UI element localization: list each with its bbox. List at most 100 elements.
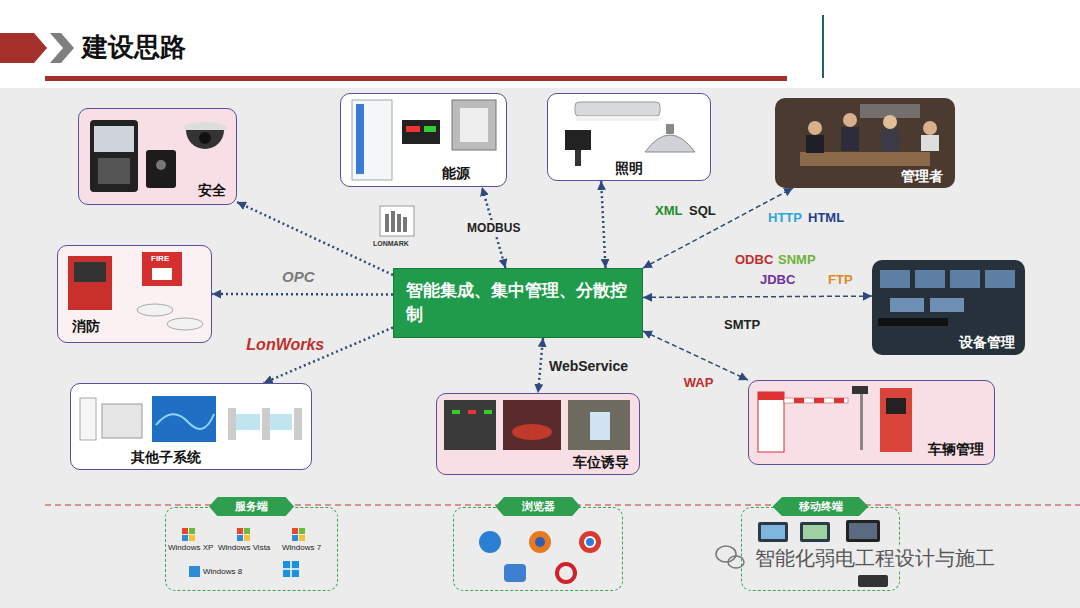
edge-label: WebService [546, 357, 631, 374]
subsystem-box: 车位诱导 [436, 393, 640, 475]
logo-text: LONMARK [373, 240, 409, 248]
connector-arrow [538, 338, 543, 393]
node-label: 浏览器 [496, 497, 581, 516]
logo-gap [290, 561, 292, 577]
subsystem-box: 其他子系统 [70, 383, 312, 470]
browser-icon [504, 564, 526, 582]
firefox-icon [529, 531, 551, 553]
windows-logos [182, 528, 305, 577]
node-label: 照明 [615, 160, 643, 177]
node-label: 管理者 [901, 168, 943, 185]
watermark: 智能化弱电工程设计与施工 [752, 545, 998, 571]
protocol-name: SQL [689, 203, 716, 219]
protocol-name: JDBC [760, 272, 795, 288]
opera-icon [557, 564, 575, 582]
subsystem-box: 照明 [547, 93, 711, 181]
node-label: 移动终端 [773, 497, 869, 516]
browser-icons [479, 531, 601, 582]
header-ground [0, 0, 1080, 88]
logo-bar [385, 214, 389, 232]
phone [858, 575, 888, 587]
chrome-center [585, 537, 595, 547]
connector-arrow [212, 293, 393, 296]
subsystem-box: 消防 [57, 245, 212, 343]
logo-pane [244, 528, 250, 534]
protocol-name: ODBC [735, 252, 773, 268]
chrome-icon [579, 531, 601, 553]
photo-panel: 管理者 [775, 98, 955, 188]
wechat-bubble [716, 546, 736, 562]
connector-arrow [643, 296, 872, 297]
header-chevron [50, 33, 74, 63]
protocol-name: XML [655, 203, 682, 219]
protocol-name: SMTP [724, 317, 760, 333]
panel-ground [0, 88, 1080, 608]
os-name: Windows 7 [282, 543, 321, 553]
logo-frame [380, 206, 414, 236]
connector-arrow [237, 202, 393, 275]
logo-gap [283, 568, 299, 570]
edge-label: MODBUS [464, 220, 523, 234]
logo-pane [292, 535, 298, 541]
protocol-name: HTML [808, 210, 844, 226]
tablet-screen [849, 523, 877, 539]
firefox-globe [535, 537, 545, 547]
logo-pane [299, 528, 305, 534]
tablet-screen [803, 525, 827, 539]
logo-pane [182, 528, 188, 534]
logo-pane [299, 535, 305, 541]
node-label: 车辆管理 [928, 441, 984, 458]
node-label: 其他子系统 [131, 449, 201, 466]
connector-arrow [643, 188, 793, 268]
logo-pane [237, 528, 243, 534]
connector-arrow [643, 331, 748, 380]
node-label: 安全 [198, 182, 226, 199]
tablet-screen [761, 525, 785, 539]
tablet [846, 520, 880, 542]
client-group-box: 浏览器 [453, 507, 623, 591]
ie-icon [479, 531, 501, 553]
protocol-name: HTTP [768, 210, 802, 226]
logo-pane [292, 528, 298, 534]
subsystem-box: 安全 [78, 108, 237, 205]
edge-label: WAP [681, 375, 717, 391]
photo-panel: 设备管理 [872, 260, 1025, 355]
logo-pane [189, 528, 195, 534]
header-rule [822, 15, 824, 78]
page-title: 建设思路 [82, 30, 186, 65]
logo-pane [244, 535, 250, 541]
lonmark-logo [380, 206, 414, 236]
node-label: 车位诱导 [573, 454, 629, 471]
header-underline [45, 76, 787, 81]
device-marking: FIRE [151, 254, 169, 264]
node-label: 能源 [442, 165, 470, 182]
node-label: 服务端 [209, 497, 294, 516]
core-platform-box: 智能集成、集中管理、分散控制 [393, 268, 643, 338]
windows10-logo [283, 561, 299, 577]
node-label: 设备管理 [959, 334, 1015, 351]
connector-group [212, 181, 872, 393]
wechat-icon [716, 546, 744, 568]
tablet [800, 522, 830, 542]
logo-bar [391, 211, 395, 232]
header-chevron [0, 33, 47, 63]
node-label: 智能集成、集中管理、分散控制 [406, 279, 630, 327]
logo-bar [403, 217, 407, 232]
logo-bar [397, 214, 401, 232]
subsystem-box: 车辆管理 [748, 380, 995, 465]
windows8-logo [189, 566, 200, 577]
os-name: Windows Vista [218, 543, 270, 553]
protocol-name: FTP [828, 272, 853, 288]
os-name: Windows XP [168, 543, 213, 553]
logo-pane [182, 535, 188, 541]
subsystem-box: 能源 [340, 93, 507, 187]
logo-text: OPC [282, 268, 315, 286]
os-name: Windows 8 [203, 567, 242, 577]
node-label: 消防 [72, 318, 100, 335]
edge-label: LonWorks [243, 336, 327, 355]
logo-pane [237, 535, 243, 541]
logo-pane [189, 535, 195, 541]
tablet [758, 522, 788, 542]
protocol-name: SNMP [778, 252, 816, 268]
